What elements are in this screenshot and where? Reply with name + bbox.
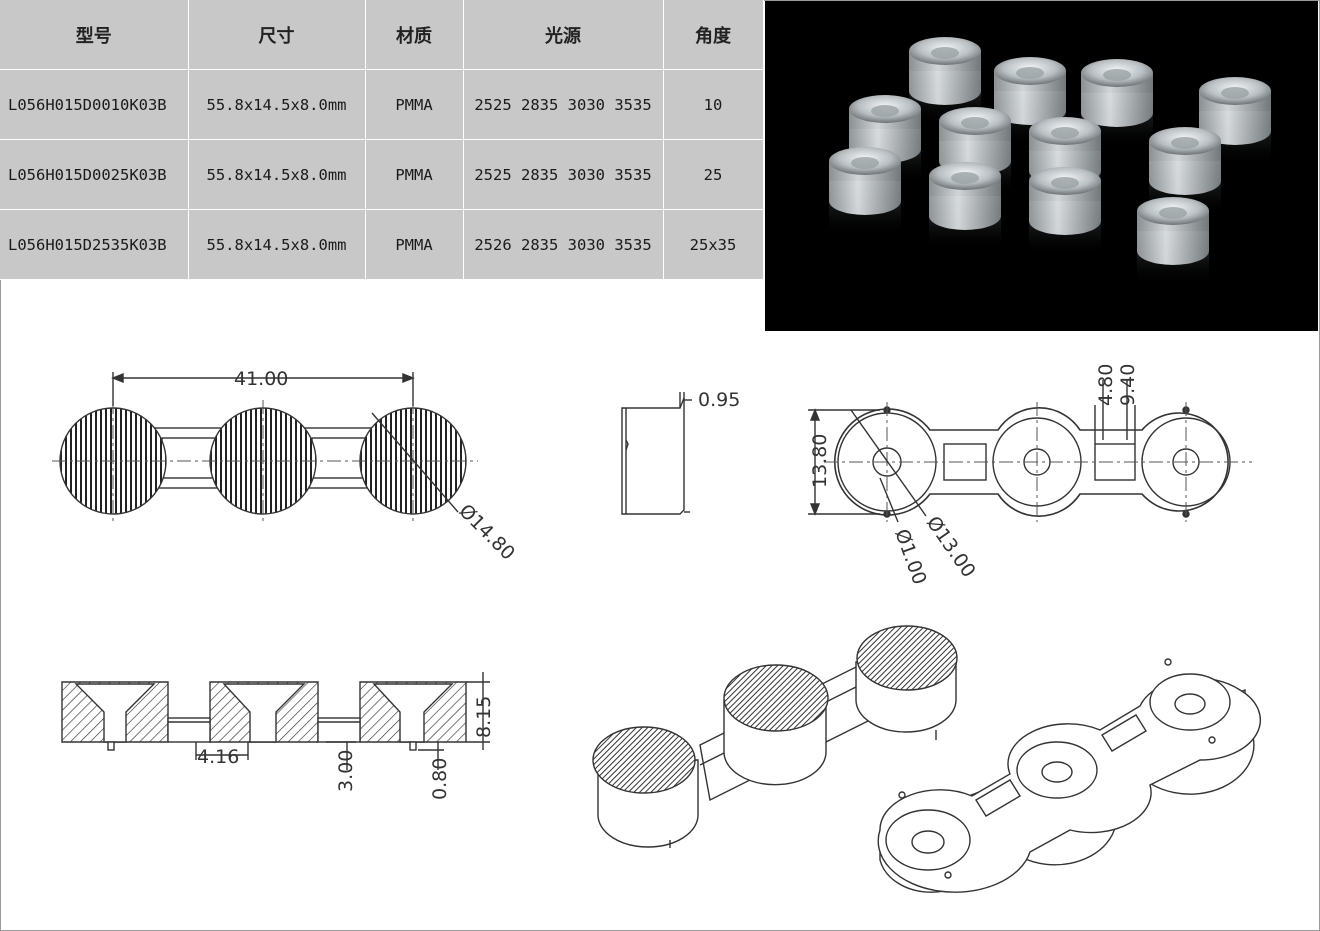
cell-size: 55.8x14.5x8.0mm xyxy=(188,69,366,140)
table-header-row: 型号 尺寸 材质 光源 角度 xyxy=(0,0,764,70)
lens-center xyxy=(1051,177,1079,189)
cell-model: L056H015D0010K03B xyxy=(0,69,189,140)
lens-center xyxy=(1221,87,1249,99)
lens-center xyxy=(871,105,899,117)
lens-body xyxy=(994,71,1066,125)
cell-light-source: 2525 2835 3030 3535 xyxy=(463,69,664,140)
lens-body xyxy=(829,161,901,215)
cell-model: L056H015D0025K03B xyxy=(0,139,189,210)
lens-body xyxy=(1199,91,1271,145)
lens-body xyxy=(1137,211,1209,265)
cell-material: PMMA xyxy=(365,69,464,140)
lens-center xyxy=(1171,137,1199,149)
header-light-source: 光源 xyxy=(463,0,664,70)
lens-center xyxy=(931,47,959,59)
header-model: 型号 xyxy=(0,0,189,70)
cell-angle: 25 xyxy=(663,139,764,210)
cell-size: 55.8x14.5x8.0mm xyxy=(188,209,366,280)
cell-size: 55.8x14.5x8.0mm xyxy=(188,139,366,210)
header-size: 尺寸 xyxy=(188,0,366,70)
lens-center xyxy=(1051,127,1079,139)
table-row: L056H015D0025K03B 55.8x14.5x8.0mm PMMA 2… xyxy=(0,139,764,210)
cell-light-source: 2526 2835 3030 3535 xyxy=(463,209,664,280)
lens-center xyxy=(951,172,979,184)
cell-model: L056H015D2535K03B xyxy=(0,209,189,280)
table-row: L056H015D2535K03B 55.8x14.5x8.0mm PMMA 2… xyxy=(0,209,764,280)
spec-table: 型号 尺寸 材质 光源 角度 L056H015D0010K03B 55.8x14… xyxy=(0,0,764,280)
lens-center xyxy=(961,117,989,129)
lens-body xyxy=(939,121,1011,175)
cell-angle: 10 xyxy=(663,69,764,140)
header-material: 材质 xyxy=(365,0,464,70)
lens-cluster xyxy=(829,37,1271,286)
lens-center xyxy=(1016,67,1044,79)
cell-material: PMMA xyxy=(365,209,464,280)
table-row: L056H015D0010K03B 55.8x14.5x8.0mm PMMA 2… xyxy=(0,69,764,140)
lens-body xyxy=(1029,181,1101,235)
product-photo xyxy=(765,1,1318,331)
lens-body xyxy=(1149,141,1221,195)
lens-body xyxy=(929,176,1001,230)
lens-center xyxy=(851,157,879,169)
lens-center xyxy=(1103,69,1131,81)
lens-center xyxy=(1159,207,1187,219)
cell-light-source: 2525 2835 3030 3535 xyxy=(463,139,664,210)
cell-material: PMMA xyxy=(365,139,464,210)
cell-angle: 25x35 xyxy=(663,209,764,280)
lens-body xyxy=(1081,73,1153,127)
header-angle: 角度 xyxy=(663,0,764,70)
lens-body xyxy=(909,51,981,105)
